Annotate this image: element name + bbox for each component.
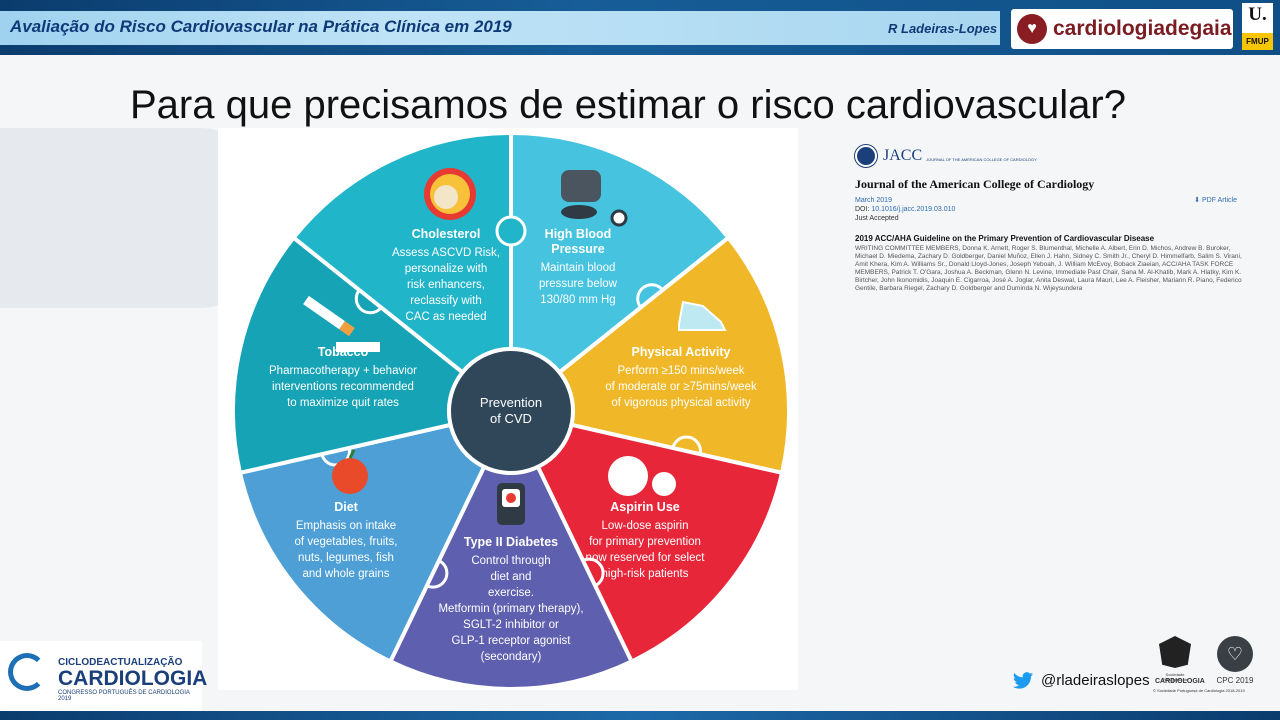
spc-caption3: © Sociedade Portuguesa de Cardiologia 20…	[1153, 688, 1245, 693]
cigarette-icon	[303, 295, 380, 352]
spc-emblem-icon	[1159, 636, 1191, 668]
segment-title: Diet	[334, 500, 358, 514]
segment-text: Pharmacotherapy + behavior	[269, 365, 417, 377]
segment-text: pressure below	[539, 278, 618, 290]
article-status: Just Accepted	[855, 215, 899, 222]
cac-line1: CICLODEACTUALIZAÇÃO	[58, 657, 183, 668]
slide-title: Para que precisamos de estimar o risco c…	[130, 83, 1126, 127]
ciclo-actualizacao-logo: CICLODEACTUALIZAÇÃO CARDIOLOGIA CONGRESS…	[0, 641, 207, 711]
segment-title: Pressure	[551, 242, 605, 256]
segment-text: nuts, legumes, fish	[298, 552, 394, 564]
pdf-icon: ⬇	[1194, 197, 1202, 204]
segment-text: Metformin (primary therapy),	[438, 603, 583, 615]
segment-title: Cholesterol	[412, 227, 481, 241]
glucometer-icon	[497, 483, 525, 525]
article-title: 2019 ACC/AHA Guideline on the Primary Pr…	[855, 234, 1155, 243]
bp-cuff-icon	[561, 170, 628, 227]
segment-title: Physical Activity	[632, 345, 731, 359]
segment-text: Perform ≥150 mins/week	[617, 365, 744, 377]
fmup-letter: U.	[1248, 4, 1267, 25]
segment-text: of vigorous physical activity	[611, 397, 751, 409]
segment-text: and whole grains	[303, 568, 390, 580]
segment-title: Aspirin Use	[610, 500, 680, 514]
jacc-subtitle: JOURNAL OF THE AMERICAN COLLEGE OF CARDI…	[926, 156, 1037, 162]
cpc-label: CPC 2019	[1216, 676, 1254, 685]
author-name: R Ladeiras-Lopes	[888, 21, 998, 36]
fmup-label: FMUP	[1242, 33, 1273, 50]
cardiologiadegaia-logo: ♥ cardiologiadegaia	[1011, 9, 1233, 49]
journal-name: Journal of the American College of Cardi…	[855, 177, 1095, 191]
jacc-logo: JACC JOURNAL OF THE AMERICAN COLLEGE OF …	[855, 145, 1245, 167]
footer-bar	[0, 711, 1280, 720]
doi-label: DOI:	[855, 206, 870, 213]
segment-text: Emphasis on intake	[296, 520, 396, 532]
segment-text: now reserved for select	[586, 552, 706, 564]
segment-title: High Blood	[545, 227, 612, 241]
segment-text: for primary prevention	[589, 536, 701, 548]
cac-line2: CARDIOLOGIA	[58, 667, 208, 690]
segment-text: GLP-1 receptor agonist	[452, 635, 572, 647]
twitter-icon	[1012, 672, 1034, 689]
logo-text: cardiologiadegaia	[1053, 17, 1232, 40]
jacc-article-card: JACC JOURNAL OF THE AMERICAN COLLEGE OF …	[855, 145, 1245, 293]
segment-text: of moderate or ≥75mins/week	[605, 381, 757, 393]
puzzle-knob	[495, 215, 527, 247]
article-date: March 2019	[855, 197, 892, 204]
lipid-plaque-icon	[424, 168, 476, 220]
spc-logos: Sociedade Portuguesa de CARDIOLOGIA © So…	[1153, 634, 1255, 698]
segment-title: Tobacco	[318, 345, 369, 359]
header-strip	[0, 11, 1000, 45]
segment-text: risk enhancers,	[407, 279, 485, 291]
pdf-label: PDF Article	[1201, 197, 1237, 204]
segment-text: Maintain blood	[541, 262, 616, 274]
segment-text: 130/80 mm Hg	[540, 294, 615, 306]
segment-text: exercise.	[488, 587, 534, 599]
segment-text: SGLT-2 inhibitor or	[463, 619, 559, 631]
spc-caption1: Sociedade Portuguesa de	[1161, 672, 1189, 682]
center-label: of CVD	[490, 411, 532, 426]
ring-icon	[8, 653, 46, 691]
segment-text: personalize with	[405, 263, 487, 275]
segment-text: to maximize quit rates	[287, 397, 399, 409]
segment-text: of vegetables, fruits,	[295, 536, 398, 548]
doi-link[interactable]: 10.1016/j.jacc.2019.03.010	[871, 206, 956, 213]
pdf-article-link[interactable]: ⬇ PDF Article	[1194, 196, 1237, 205]
cac-line3: CONGRESSO PORTUGUÊS DE CARDIOLOGIA 2019	[58, 690, 190, 702]
running-shoe-icon	[678, 300, 727, 331]
segment-text: high-risk patients	[602, 568, 689, 580]
cpc-heart-icon: ♡	[1217, 636, 1253, 672]
apple-icon	[332, 449, 368, 494]
segment-text: Assess ASCVD Risk,	[392, 247, 500, 259]
presentation-title: Avaliação do Risco Cardiovascular na Prá…	[10, 17, 512, 36]
pills-icon	[608, 456, 676, 496]
spc-caption2: CARDIOLOGIA	[1155, 678, 1205, 685]
segment-text: (secondary)	[481, 651, 542, 663]
center-label: Prevention	[480, 395, 542, 410]
segment-text: diet and	[491, 571, 532, 583]
segment-text: interventions recommended	[272, 381, 414, 393]
segment-text: Low-dose aspirin	[602, 520, 689, 532]
acc-seal-icon	[855, 145, 877, 167]
heart-icon: ♥	[1017, 14, 1047, 44]
segment-text: reclassify with	[410, 295, 482, 307]
background-shape	[0, 128, 260, 308]
jacc-wordmark: JACC	[883, 147, 923, 164]
segment-title: Type II Diabetes	[464, 535, 558, 549]
segment-text: Control through	[471, 555, 550, 567]
article-meta: March 2019 DOI: 10.1016/j.jacc.2019.03.0…	[855, 196, 1245, 223]
segment-text: CAC as needed	[405, 311, 486, 323]
article-authors: WRITING COMMITTEE MEMBERS, Donna K. Arne…	[855, 245, 1242, 292]
fmup-logo: U. FMUP	[1242, 3, 1273, 50]
center-circle	[447, 347, 575, 475]
header-bar: Avaliação do Risco Cardiovascular na Prá…	[0, 0, 1280, 55]
twitter-handle[interactable]: @rladeiraslopes	[1041, 672, 1150, 689]
